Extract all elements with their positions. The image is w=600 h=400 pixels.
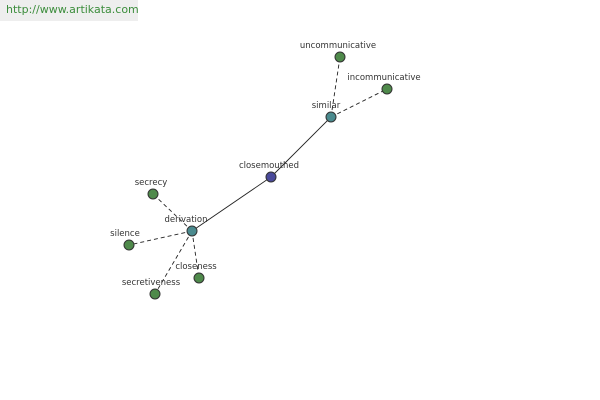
node-incommunicative[interactable]: incommunicative [347, 73, 421, 95]
node-label-secretiveness[interactable]: secretiveness [122, 278, 181, 288]
node-label-secrecy[interactable]: secrecy [135, 178, 168, 188]
edge-derivation-silence [128, 230, 193, 246]
node-derivation[interactable]: derivation [164, 215, 208, 237]
node-label-closemouthed[interactable]: closemouthed [239, 161, 299, 171]
node-marker-uncommunicative[interactable] [334, 51, 346, 63]
node-silence[interactable]: silence [110, 229, 140, 251]
node-label-incommunicative[interactable]: incommunicative [347, 73, 420, 83]
edges-layer [128, 56, 388, 295]
node-marker-similar[interactable] [325, 111, 337, 123]
node-marker-derivation[interactable] [186, 225, 198, 237]
edge-derivation-closeness [191, 230, 200, 279]
edge-closemouthed-derivation [191, 176, 272, 232]
edge-derivation-secrecy [152, 193, 193, 232]
node-marker-silence[interactable] [123, 239, 135, 251]
url-banner: http://www.artikata.com [0, 0, 139, 21]
node-secretiveness[interactable]: secretiveness [122, 278, 181, 300]
node-closeness[interactable]: closeness [175, 262, 217, 284]
node-label-derivation[interactable]: derivation [164, 215, 207, 225]
edge-similar-uncommunicative [330, 56, 341, 118]
nodes-layer: closemouthed similar derivation uncommunica… [110, 41, 421, 300]
node-uncommunicative[interactable]: uncommunicative [300, 41, 376, 63]
node-label-uncommunicative[interactable]: uncommunicative [300, 41, 376, 51]
edge-similar-incommunicative [330, 88, 388, 118]
node-label-silence[interactable]: silence [110, 229, 140, 239]
node-similar[interactable]: similar [312, 101, 341, 123]
node-marker-incommunicative[interactable] [381, 83, 393, 95]
edge-derivation-secretiveness [154, 230, 193, 295]
node-marker-secrecy[interactable] [147, 188, 159, 200]
node-label-similar[interactable]: similar [312, 101, 341, 111]
node-marker-closemouthed[interactable] [265, 171, 277, 183]
node-marker-closeness[interactable] [193, 272, 205, 284]
site-url-link[interactable]: http://www.artikata.com [6, 3, 139, 16]
edge-closemouthed-similar [270, 116, 332, 178]
node-marker-secretiveness[interactable] [149, 288, 161, 300]
node-secrecy[interactable]: secrecy [135, 178, 168, 200]
node-label-closeness[interactable]: closeness [175, 262, 217, 272]
node-closemouthed[interactable]: closemouthed [239, 161, 299, 183]
